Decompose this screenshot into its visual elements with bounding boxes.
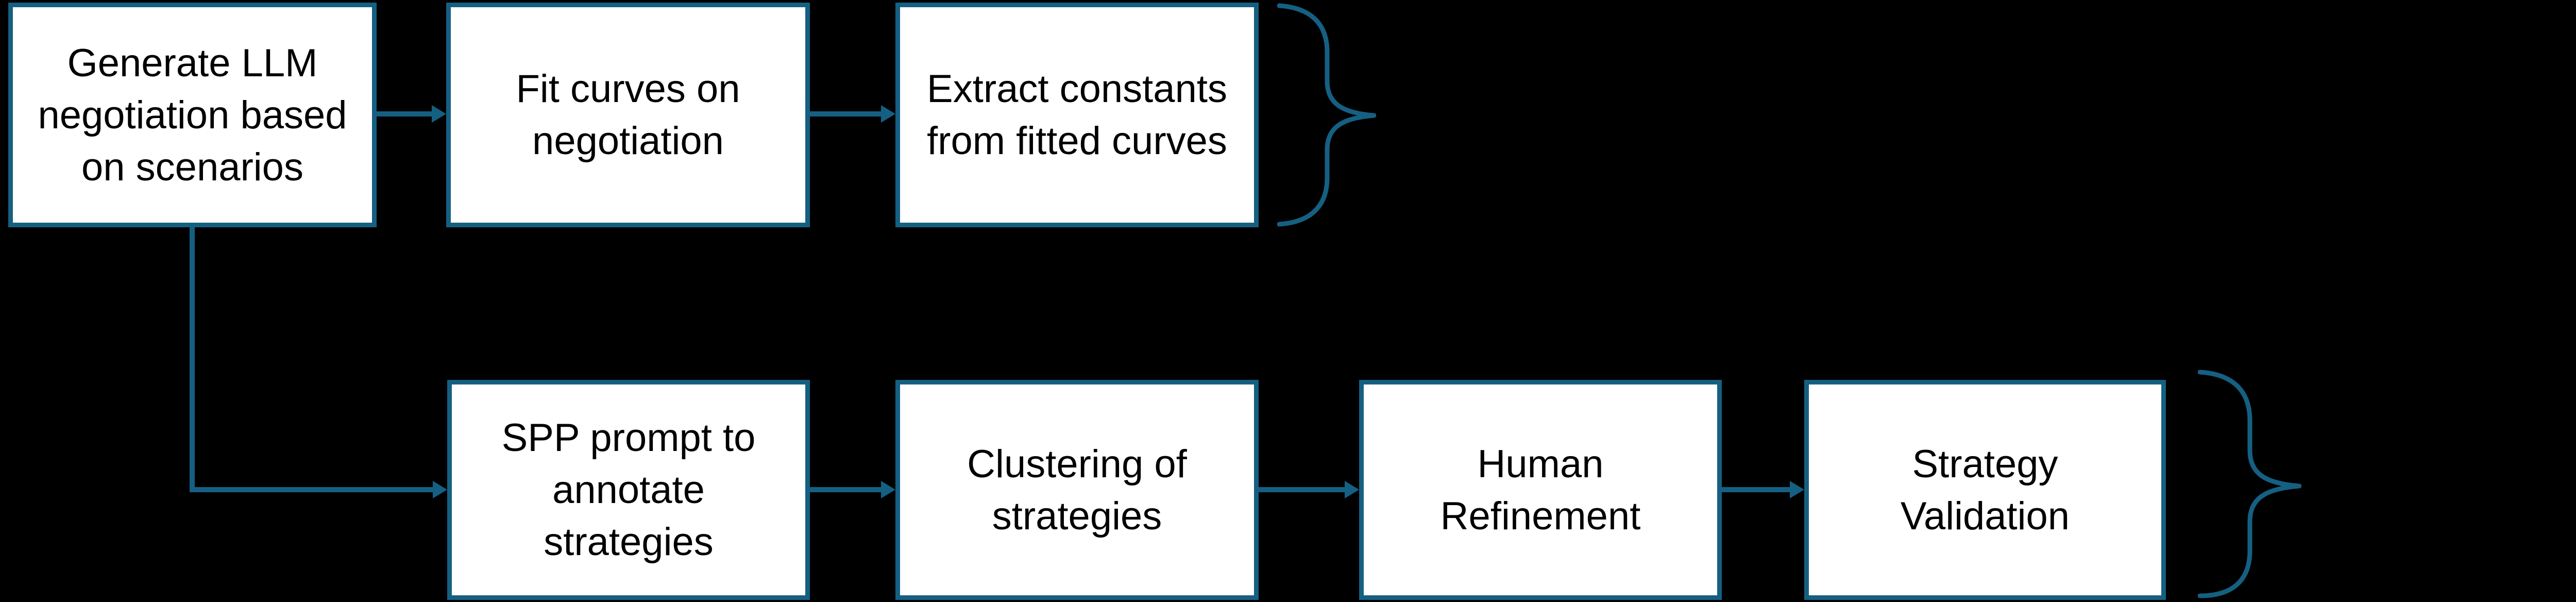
arrow-shaft [810, 111, 881, 116]
right-curly-brace-icon [2198, 370, 2301, 598]
arrow-head-icon [1345, 481, 1359, 498]
flow-node-fit-curves: Fit curves on negotiation [446, 3, 810, 227]
arrow-shaft [1259, 487, 1345, 492]
arrow-head-icon [1790, 481, 1804, 498]
arrow-head-icon [881, 105, 895, 123]
flow-node-clustering: Clustering of strategies [895, 380, 1259, 600]
right-curly-brace-icon [1277, 3, 1376, 227]
arrow-shaft [810, 487, 881, 492]
arrow-head-icon [433, 481, 447, 498]
arrow-head-icon [432, 105, 446, 123]
flow-node-extract-constants: Extract constants from fitted curves [895, 3, 1259, 227]
arrow-head-icon [881, 481, 895, 498]
flow-node-human-refinement: Human Refinement [1359, 380, 1722, 600]
flow-node-strategy-validation: Strategy Validation [1804, 380, 2166, 600]
connector-horizontal-segment [190, 487, 433, 492]
arrow-shaft [1722, 487, 1790, 492]
flow-node-generate-negotiation: Generate LLM negotiation based on scenar… [8, 3, 377, 227]
connector-vertical-segment [190, 227, 195, 492]
arrow-shaft [377, 111, 432, 116]
flow-node-spp-prompt: SPP prompt to annotate strategies [447, 380, 810, 600]
